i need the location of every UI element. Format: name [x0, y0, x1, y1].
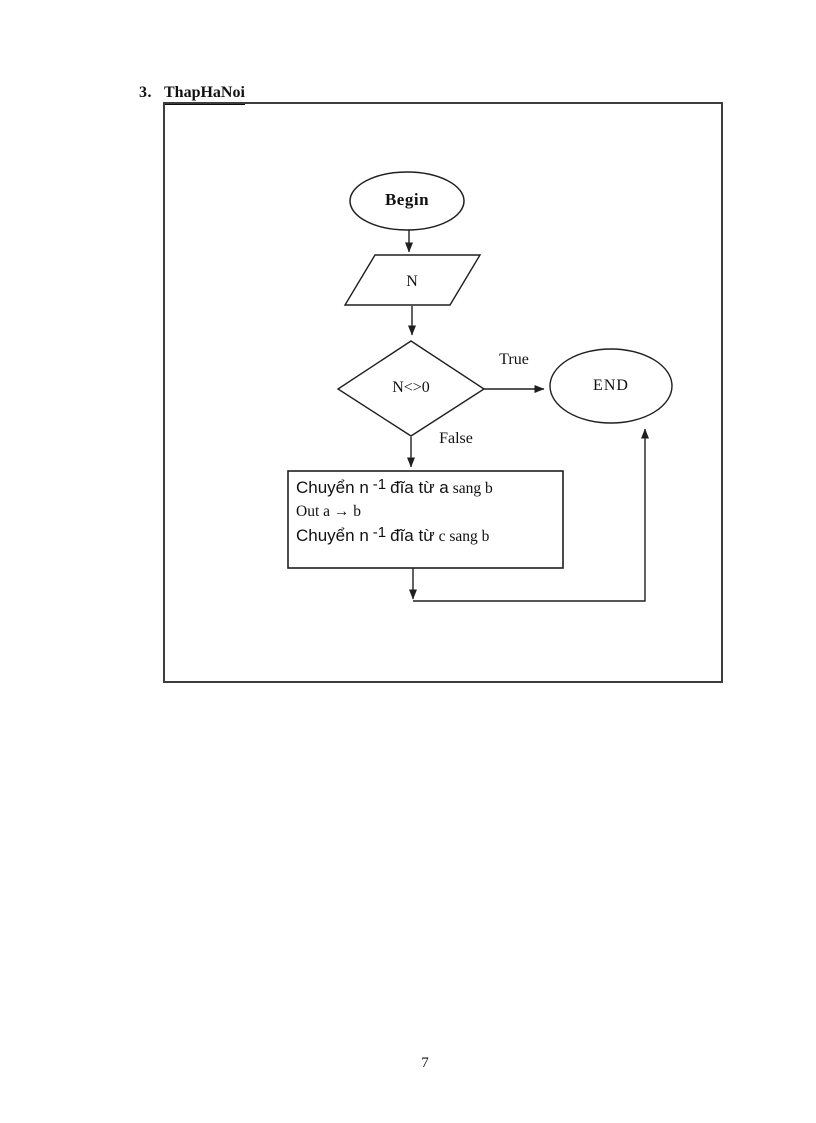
list-item-number: 3.	[139, 84, 152, 101]
begin-ellipse	[349, 171, 465, 231]
begin-label: Begin	[384, 190, 430, 209]
end-ellipse	[549, 348, 673, 424]
process-line-1: Chuyển n -1 đĩa từ a sang b	[296, 475, 558, 502]
process-line-2: Out a → b	[296, 503, 362, 520]
input-parallelogram	[343, 254, 482, 306]
process-line-3-part-4: c sang b	[438, 528, 490, 545]
true-branch-label: True	[499, 351, 529, 368]
process-line-3-superscript: -1	[372, 524, 387, 541]
process-line-1-part-4: sang b	[452, 480, 493, 497]
input-label: N	[406, 273, 418, 290]
process-line-1-part-1: Chuyển n	[296, 478, 369, 497]
process-line-1-superscript: -1	[372, 476, 387, 493]
process-line-3-part-3: đĩa từ	[390, 526, 435, 545]
page-number: 7	[421, 1055, 429, 1071]
end-label: END	[593, 377, 629, 394]
arrow-loop-to-end	[413, 428, 649, 602]
process-line-1-part-3: đĩa từ a	[390, 478, 449, 497]
decision-label: N<>0	[392, 379, 430, 396]
flowchart-frame	[163, 102, 723, 683]
false-branch-label: False	[439, 430, 473, 447]
process-line-3-part-1: Chuyển n	[296, 526, 369, 545]
process-line-3: Chuyển n -1 đĩa từ c sang b	[296, 522, 558, 550]
decision-diamond	[336, 340, 486, 437]
process-box-text: Chuyển n -1 đĩa từ a sang b Out a → b Ch…	[296, 475, 558, 550]
process-rect	[287, 470, 564, 569]
